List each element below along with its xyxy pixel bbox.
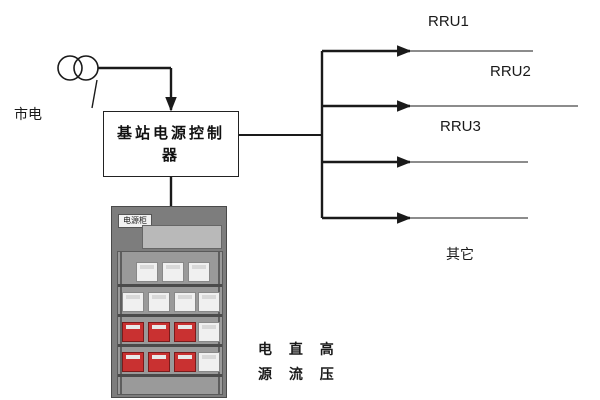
- battery-cell: [122, 352, 144, 372]
- transformer-symbol-icon: [57, 55, 99, 81]
- battery-cell: [148, 322, 170, 342]
- rru2-label: RRU2: [490, 63, 531, 80]
- other-label: 其它: [446, 247, 474, 263]
- mains-leader-line: [91, 79, 98, 109]
- battery-cabinet-image: 电源柜: [111, 206, 227, 398]
- hv-dc-label-line2: 源 流 压: [258, 367, 340, 383]
- cabinet-shelf: [118, 284, 222, 287]
- battery-cell: [136, 262, 158, 282]
- cabinet-shelf: [118, 374, 222, 377]
- battery-cell: [148, 292, 170, 312]
- cabinet-interior: [117, 251, 223, 395]
- battery-cell: [148, 352, 170, 372]
- battery-cell: [198, 352, 220, 372]
- cabinet-control-panel: [142, 225, 222, 249]
- hv-dc-label-line1: 电 直 高: [258, 342, 340, 358]
- rru1-label: RRU1: [428, 13, 469, 30]
- battery-cell: [122, 322, 144, 342]
- battery-cell: [174, 322, 196, 342]
- battery-cell: [174, 352, 196, 372]
- battery-cell: [174, 292, 196, 312]
- cabinet-shelf: [118, 314, 222, 317]
- mains-label: 市电: [14, 107, 42, 123]
- cabinet-shelf: [118, 344, 222, 347]
- battery-cell: [198, 322, 220, 342]
- battery-cell: [122, 292, 144, 312]
- cabinet-rail: [120, 252, 122, 394]
- battery-cell: [198, 292, 220, 312]
- battery-cell: [162, 262, 184, 282]
- battery-cell: [188, 262, 210, 282]
- rru3-label: RRU3: [440, 118, 481, 135]
- cabinet-tag: 电源柜: [118, 214, 152, 228]
- power-controller-label: 基站电源控制器: [116, 124, 225, 164]
- power-controller-box: 基站电源控制器: [103, 111, 239, 177]
